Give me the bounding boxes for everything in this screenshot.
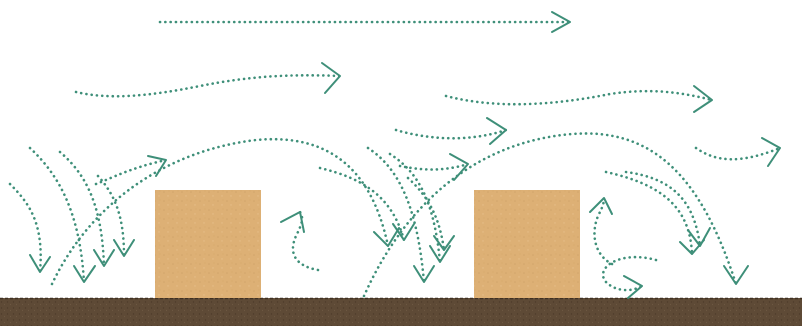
ground-strip <box>0 298 802 326</box>
arrow-middle-down-1 <box>366 146 435 284</box>
arrow-left-down-3 <box>96 174 135 258</box>
arrow-left-upward-curl <box>94 155 168 186</box>
arrow-big-arc-left <box>50 137 400 286</box>
arrow-left-edge-down <box>8 182 51 274</box>
arrow-middle-down-curl <box>318 166 415 242</box>
arrow-right-ground-curl <box>601 255 658 299</box>
arrow-middle-down-3 <box>406 176 455 252</box>
arrow-far-right-down <box>624 170 711 248</box>
arrow-big-arc-right <box>362 132 749 298</box>
block-left <box>155 190 261 298</box>
arrow-far-right-swoop <box>604 170 705 256</box>
arrow-right-eddy-up <box>589 196 614 266</box>
arrow-middle-down-2 <box>388 152 451 264</box>
arrow-left-down-1 <box>28 146 96 284</box>
block-right <box>474 190 580 298</box>
arrow-top-long <box>158 11 572 33</box>
arrow-upper-left-wavy <box>74 62 342 98</box>
arrow-middle-upper-right <box>394 117 508 145</box>
arrow-upper-right-wavy <box>444 85 714 113</box>
flow-arrows <box>8 11 782 299</box>
arrow-far-right-up <box>694 137 782 167</box>
arrow-eddy-between-blocks <box>280 210 320 272</box>
arrow-middle-right-rising <box>398 153 470 181</box>
arrow-left-down-2 <box>58 150 115 268</box>
